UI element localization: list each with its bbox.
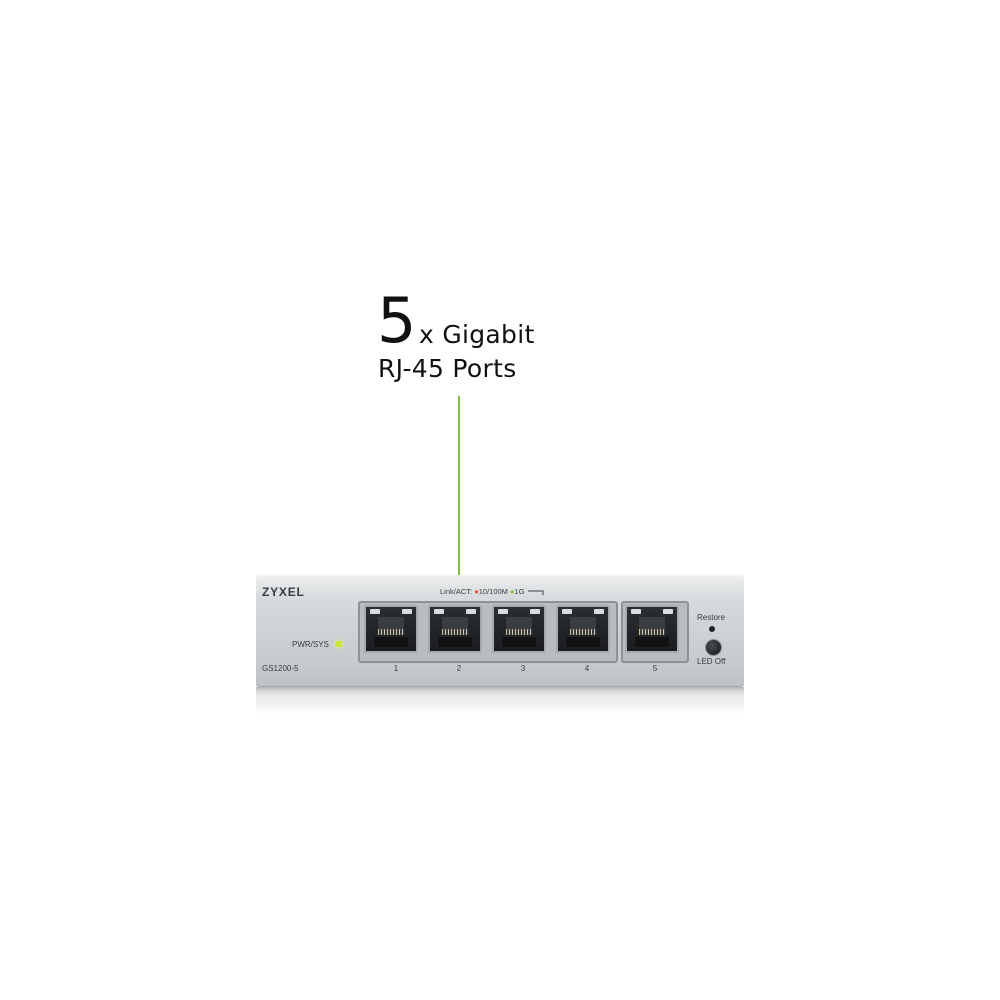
- port-number-5: 5: [652, 664, 658, 673]
- restore-label: Restore: [697, 613, 726, 622]
- port-led-icon: [631, 609, 641, 614]
- power-label: PWR/SYS: [292, 640, 329, 649]
- legend-speed-2: 1G: [514, 587, 525, 596]
- rj45-port-3[interactable]: [492, 605, 546, 653]
- switch-bottom-edge: [256, 687, 744, 699]
- callout-line-2: RJ-45 Ports: [378, 354, 517, 383]
- rj45-port-4[interactable]: [556, 605, 610, 653]
- port-number-1: 1: [393, 664, 399, 673]
- switch-reflection: [256, 699, 744, 715]
- port-led-icon: [466, 609, 476, 614]
- legend-prefix: Link/ACT:: [440, 587, 473, 596]
- callout-line-1: x Gigabit: [419, 320, 535, 349]
- green-dot-icon: ●: [510, 587, 515, 596]
- port-led-icon: [370, 609, 380, 614]
- brand-logo: ZYXEL: [262, 585, 305, 599]
- rj45-port-5[interactable]: [625, 605, 679, 653]
- port-led-icon: [663, 609, 673, 614]
- legend-speed-1: 10/100M: [478, 587, 508, 596]
- port-number-3: 3: [520, 664, 526, 673]
- port-led-icon: [402, 609, 412, 614]
- rj45-port-2[interactable]: [428, 605, 482, 653]
- port-led-icon: [498, 609, 508, 614]
- model-label: GS1200-5: [262, 664, 299, 673]
- port-number-2: 2: [456, 664, 462, 673]
- restore-pinhole-button[interactable]: [709, 626, 715, 632]
- port-led-icon: [562, 609, 572, 614]
- port-count: 5: [377, 284, 417, 357]
- led-off-button[interactable]: [705, 639, 722, 656]
- red-dot-icon: ●: [474, 587, 479, 596]
- led-off-label: LED Off: [697, 657, 726, 666]
- bracket-icon: [527, 590, 544, 596]
- power-led-icon: [336, 641, 342, 647]
- rj45-port-1[interactable]: [364, 605, 418, 653]
- port-number-4: 4: [584, 664, 590, 673]
- port-led-icon: [530, 609, 540, 614]
- port-led-icon: [594, 609, 604, 614]
- port-led-icon: [434, 609, 444, 614]
- link-legend: Link/ACT: ●10/100M ●1G: [440, 587, 545, 596]
